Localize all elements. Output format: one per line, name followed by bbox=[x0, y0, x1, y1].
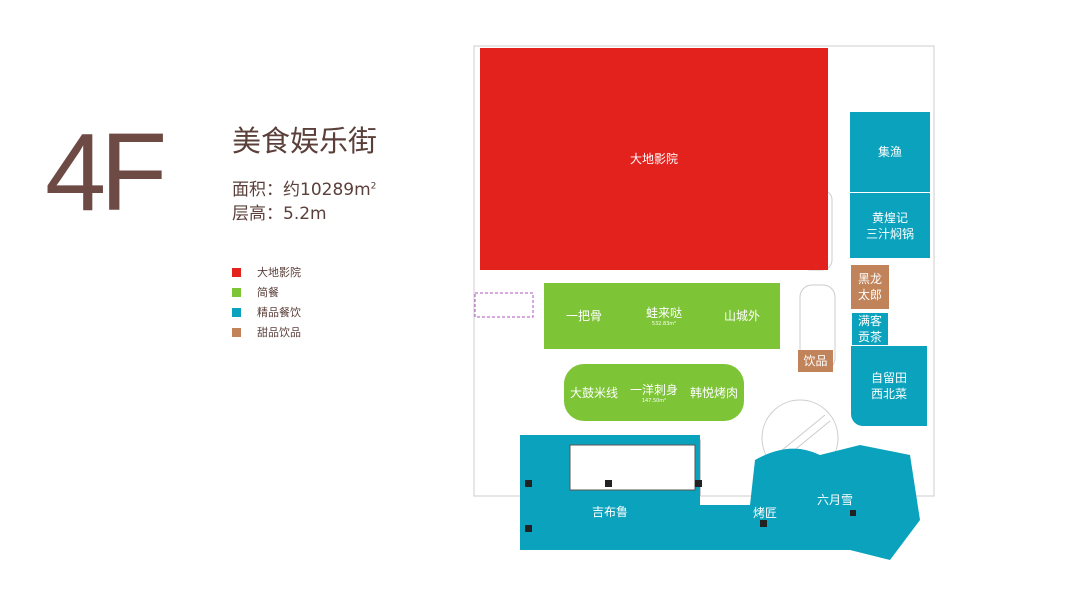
zone-huangjihuang[interactable]: 黄煌记三汁焖锅 bbox=[850, 193, 930, 258]
zone-label: 六月雪 bbox=[816, 493, 853, 507]
legend-item: 简餐 bbox=[232, 282, 301, 302]
zone-label: 蛙来哒 bbox=[645, 306, 682, 320]
zone-shanchengwai[interactable]: 山城外 bbox=[704, 283, 780, 349]
legend-swatch bbox=[232, 307, 241, 317]
zone-label: 满客 bbox=[857, 314, 882, 328]
zone-label: 三汁焖锅 bbox=[865, 226, 914, 241]
zone-label: 烤匠 bbox=[752, 506, 777, 520]
zone-kaojiang[interactable]: 烤匠 bbox=[745, 503, 785, 523]
zone-area: 532.83m² bbox=[651, 321, 677, 327]
legend-swatch bbox=[232, 287, 241, 297]
zone-jiyu[interactable]: 集渔 bbox=[850, 112, 930, 192]
zone-label: 一把骨 bbox=[565, 309, 602, 323]
zone-heilong[interactable]: 黑龙太郎 bbox=[851, 265, 889, 309]
height-info: 层高：5.2m bbox=[232, 204, 327, 224]
legend: 大地影院 简餐 精品餐饮 甜品饮品 bbox=[232, 262, 301, 342]
zone-label: 太郎 bbox=[857, 288, 882, 302]
area-text: 面积：约10289m bbox=[232, 180, 371, 200]
legend-swatch bbox=[232, 267, 241, 277]
zone-label: 吉布鲁 bbox=[591, 505, 628, 519]
zone-label: 集渔 bbox=[877, 145, 902, 159]
zone-label: 山城外 bbox=[723, 309, 760, 323]
zone-label: 贡茶 bbox=[857, 330, 882, 344]
legend-label: 大地影院 bbox=[257, 266, 301, 279]
zone-yinpin[interactable]: 饮品 bbox=[798, 350, 833, 372]
plan-outline bbox=[473, 45, 935, 560]
zone-manke[interactable]: 满客贡茶 bbox=[852, 313, 888, 345]
zone-liuyuexue[interactable]: 六月雪 bbox=[810, 490, 860, 510]
zone-label: 自留田 bbox=[870, 371, 907, 385]
zone-label: 饮品 bbox=[803, 354, 828, 368]
zone-ziliutian[interactable]: 自留田西北菜 bbox=[851, 346, 927, 426]
zone-dagumixian[interactable]: 大鼓米线 bbox=[564, 364, 624, 421]
legend-label: 甜品饮品 bbox=[257, 326, 301, 339]
legend-swatch bbox=[232, 327, 241, 337]
page-title: 美食娱乐街 bbox=[232, 124, 378, 158]
zone-label: 西北菜 bbox=[870, 387, 907, 401]
zone-label: 大鼓米线 bbox=[569, 385, 618, 400]
legend-item: 甜品饮品 bbox=[232, 322, 301, 342]
legend-item: 精品餐饮 bbox=[232, 302, 301, 322]
zone-label: 一洋刺身 bbox=[629, 382, 678, 397]
legend-label: 精品餐饮 bbox=[257, 306, 301, 319]
zone-label: 黑龙 bbox=[857, 272, 882, 286]
zone-label: 韩悦烤肉 bbox=[689, 385, 738, 400]
floor-number: 4F bbox=[45, 111, 167, 234]
zone-label: 黄煌记 bbox=[871, 210, 908, 225]
area-sup: 2 bbox=[370, 181, 377, 192]
area-info: 面积：约10289m2 bbox=[232, 175, 376, 200]
zone-cinema[interactable]: 大地影院 bbox=[480, 48, 828, 270]
zone-area: 147.50m² bbox=[641, 397, 667, 404]
zone-hanyuekaorou[interactable]: 韩悦烤肉 bbox=[684, 364, 744, 421]
floor-plan: 大地影院 集渔 黄煌记三汁焖锅 黑龙太郎 满客贡茶 自留田西北菜 饮品 一把骨 … bbox=[470, 40, 950, 585]
zone-label: 大地影院 bbox=[629, 152, 678, 166]
legend-label: 简餐 bbox=[257, 286, 279, 299]
legend-item: 大地影院 bbox=[232, 262, 301, 282]
zone-yibagu[interactable]: 一把骨 bbox=[544, 283, 624, 349]
zone-jibulu[interactable]: 吉布鲁 bbox=[580, 502, 640, 522]
